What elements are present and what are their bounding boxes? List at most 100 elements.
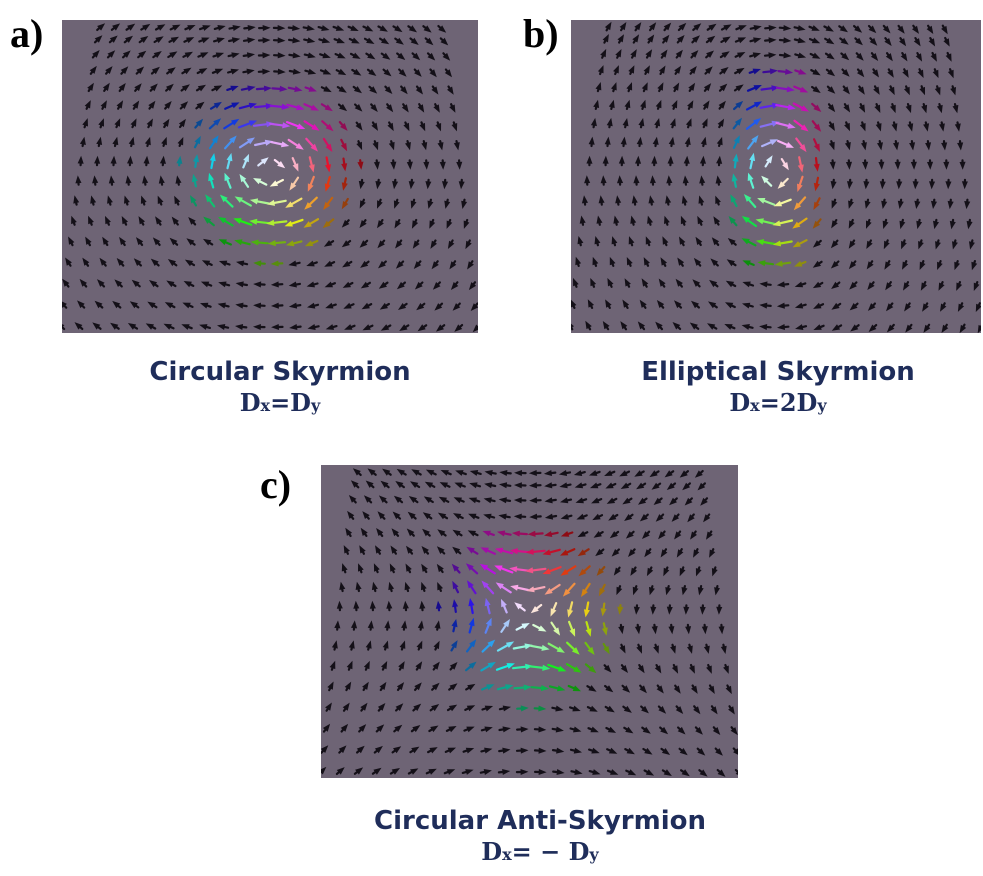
spin-arrow-outer	[947, 198, 954, 210]
spin-arrow-outer	[132, 100, 140, 110]
spin-arrow-outer	[363, 37, 375, 44]
spin-arrow-outer	[433, 640, 440, 651]
spin-arrow-outer	[878, 159, 885, 170]
spin-arrow-outer	[306, 260, 318, 267]
spin-arrow-outer	[90, 195, 97, 206]
spin-arrow-outer	[341, 563, 348, 574]
spin-arrow-outer	[923, 121, 930, 132]
spin-arrow-outer	[623, 726, 634, 734]
spin-arrow-core	[193, 135, 201, 149]
spin-arrow-outer	[529, 513, 542, 520]
spin-arrow-outer	[639, 513, 649, 522]
spin-arrow-core	[341, 157, 348, 172]
spin-arrow-outer	[153, 36, 164, 44]
spin-arrow-outer	[200, 302, 212, 309]
spin-arrow-outer	[728, 705, 735, 715]
spin-arrow-outer	[398, 661, 405, 671]
spin-arrow-core	[530, 603, 543, 614]
spin-arrow-outer	[587, 299, 594, 309]
spin-arrow-outer	[694, 726, 703, 735]
spin-arrow-outer	[749, 37, 762, 44]
spin-arrow-outer	[386, 600, 393, 612]
spin-arrow-outer	[392, 25, 403, 33]
spin-arrow-core	[501, 598, 508, 614]
spin-arrow-outer	[434, 302, 444, 311]
spin-arrow-outer	[105, 215, 111, 226]
spin-arrow-outer	[443, 769, 456, 775]
spin-arrow-outer	[861, 139, 867, 151]
spin-arrow-core	[764, 155, 773, 168]
spin-arrow-outer	[573, 470, 586, 476]
spin-arrow-outer	[332, 25, 345, 31]
spin-arrow-outer	[158, 175, 165, 186]
spin-arrow-outer	[695, 566, 702, 577]
spin-arrow-core	[544, 531, 559, 537]
spin-arrow-outer	[885, 281, 893, 291]
spin-arrow-outer	[957, 139, 964, 151]
spin-arrow-outer	[396, 281, 406, 290]
spin-arrow-outer	[242, 52, 255, 59]
spin-arrow-outer	[406, 545, 414, 555]
spin-arrow-outer	[360, 527, 368, 538]
spin-arrow-outer	[604, 136, 611, 148]
spin-arrow-outer	[611, 548, 620, 557]
spin-arrow-outer	[467, 530, 479, 537]
spin-arrow-outer	[831, 324, 843, 331]
spin-arrow-outer	[453, 513, 464, 520]
spin-arrow-outer	[483, 513, 496, 520]
spin-arrow-outer	[376, 528, 384, 538]
spin-arrow-outer	[701, 118, 708, 129]
spin-arrow-core	[560, 531, 574, 537]
spin-arrow-outer	[681, 195, 688, 206]
spin-arrow-outer	[430, 239, 437, 249]
spin-arrow-outer	[217, 324, 230, 330]
spin-arrow-outer	[590, 117, 597, 129]
spin-arrow-outer	[411, 469, 422, 476]
spin-arrow-outer	[373, 563, 380, 574]
spin-arrow-outer	[288, 260, 301, 267]
spin-arrow-outer	[242, 68, 255, 75]
spin-arrow-outer	[306, 281, 319, 288]
spin-arrow-outer	[916, 218, 923, 230]
spin-arrow-core	[747, 135, 759, 150]
spin-arrow-outer	[399, 640, 406, 651]
spin-arrow-outer	[724, 324, 736, 330]
spin-arrow-core	[266, 219, 288, 226]
spin-arrow-outer	[437, 139, 444, 151]
spin-arrow-outer	[444, 198, 451, 209]
spin-arrow-core	[253, 260, 266, 267]
spin-arrow-outer	[613, 65, 619, 76]
spin-arrow-outer	[954, 121, 961, 132]
spin-arrow-outer	[346, 660, 353, 671]
spin-arrow-core	[452, 599, 459, 613]
spin-arrow-outer	[941, 323, 949, 333]
spin-arrow-outer	[235, 302, 248, 309]
spin-arrow-outer	[706, 23, 717, 31]
spin-arrow-outer	[319, 68, 332, 75]
spin-arrow-outer	[603, 664, 612, 673]
spin-arrow-core	[338, 120, 348, 131]
spin-arrow-outer	[408, 178, 415, 190]
spin-arrow-outer	[369, 600, 376, 612]
spin-arrow-outer	[858, 103, 866, 113]
spin-arrow-outer	[879, 178, 886, 190]
spin-arrow-outer	[375, 178, 382, 190]
spin-arrow-outer	[353, 767, 364, 775]
spin-arrow-outer	[452, 302, 461, 311]
spin-arrow-core	[567, 684, 581, 692]
spin-arrow-outer	[386, 103, 394, 113]
spin-arrow-outer	[945, 178, 952, 190]
spin-arrow-outer	[130, 118, 137, 129]
spin-arrow-core	[450, 640, 458, 652]
spin-arrow-outer	[693, 705, 701, 715]
spin-arrow-outer	[624, 747, 635, 755]
spin-arrow-outer	[419, 600, 426, 612]
spin-arrow-outer	[373, 159, 380, 170]
spin-arrow-core	[468, 617, 475, 634]
spin-arrow-outer	[843, 103, 851, 113]
caption-b: Elliptical Skyrmion Dx=2Dy	[578, 356, 978, 421]
spin-arrow-outer	[940, 302, 947, 312]
spin-arrow-outer	[569, 747, 582, 754]
spin-arrow-outer	[620, 321, 628, 331]
spin-arrow-outer	[885, 52, 893, 62]
